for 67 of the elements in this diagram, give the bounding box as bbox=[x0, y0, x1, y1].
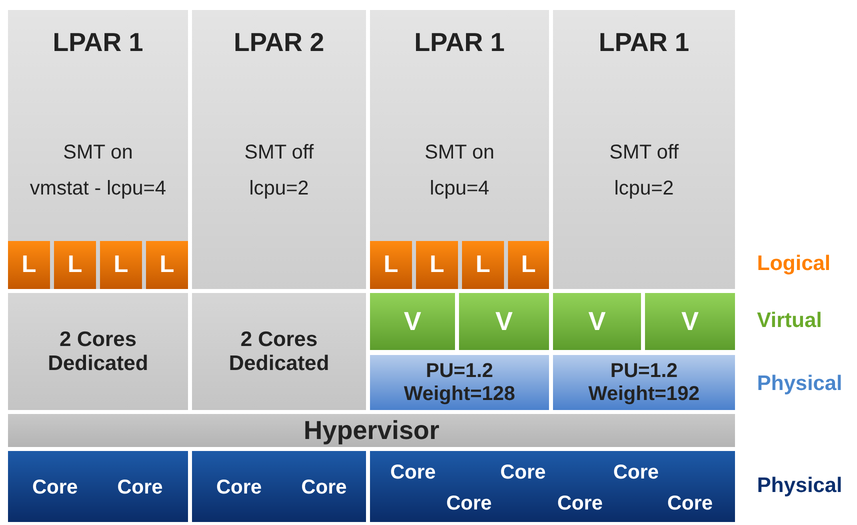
box-label: L bbox=[476, 251, 490, 279]
box-label: Core bbox=[390, 462, 436, 484]
hypervisor-bar bbox=[8, 414, 735, 447]
logical-cpu-box bbox=[462, 241, 504, 289]
box-label: Core bbox=[301, 476, 347, 500]
logical-cpu-box bbox=[100, 241, 142, 289]
dedicated-cores-box bbox=[8, 293, 188, 410]
lpar-column bbox=[192, 10, 366, 289]
lpar-setting: lcpu=2 bbox=[249, 178, 309, 200]
box-label: L bbox=[68, 251, 82, 279]
lpar-setting: lcpu=2 bbox=[614, 178, 674, 200]
lpar-title: LPAR 1 bbox=[414, 28, 505, 58]
box-label: V bbox=[495, 306, 513, 336]
box-label: 2 Cores Dedicated bbox=[46, 327, 150, 376]
physical-core-bar bbox=[8, 451, 188, 522]
box-label: L bbox=[384, 251, 398, 279]
box-label: Core bbox=[667, 492, 713, 516]
box-label: V bbox=[588, 306, 606, 336]
lpar-title: LPAR 1 bbox=[598, 28, 690, 58]
lpar-setting: SMT on bbox=[63, 142, 133, 164]
lpar-column bbox=[8, 10, 188, 289]
lpar-column bbox=[553, 10, 735, 289]
box-label: Hypervisor bbox=[304, 416, 440, 446]
processing-units-box bbox=[553, 355, 735, 410]
physical-core-bar bbox=[370, 451, 735, 522]
logical-cpu-box bbox=[146, 241, 188, 289]
logical-cpu-box bbox=[8, 241, 50, 289]
lpar-title: LPAR 2 bbox=[234, 28, 324, 58]
box-label: L bbox=[114, 251, 128, 279]
box-label: Core bbox=[216, 476, 262, 500]
virtual-cpu-box bbox=[370, 293, 455, 350]
box-label: Core bbox=[557, 492, 603, 516]
box-label: L bbox=[430, 251, 444, 279]
lpar-title: LPAR 1 bbox=[52, 28, 144, 58]
box-label: L bbox=[160, 251, 174, 279]
lpar-column bbox=[370, 10, 549, 289]
lpar-setting: lcpu=4 bbox=[430, 178, 490, 200]
box-label: L bbox=[22, 251, 36, 279]
logical-cpu-box bbox=[370, 241, 412, 289]
logical-cpu-box bbox=[54, 241, 96, 289]
box-label: Core bbox=[613, 462, 659, 484]
virtual-cpu-box bbox=[645, 293, 735, 350]
box-label: Core bbox=[446, 492, 492, 516]
layer-label: Virtual bbox=[757, 309, 822, 333]
lpar-setting: SMT off bbox=[609, 142, 679, 164]
layer-label: Logical bbox=[757, 252, 831, 276]
box-label: PU=1.2 Weight=128 bbox=[402, 360, 516, 406]
virtual-cpu-box bbox=[553, 293, 641, 350]
box-label: Core bbox=[500, 462, 546, 484]
processing-units-box bbox=[370, 355, 549, 410]
box-label: Core bbox=[117, 476, 163, 500]
layer-label: Physical bbox=[757, 372, 842, 396]
lpar-setting: SMT off bbox=[244, 142, 314, 164]
logical-cpu-box bbox=[508, 241, 549, 289]
physical-core-bar bbox=[192, 451, 366, 522]
box-label: PU=1.2 Weight=192 bbox=[587, 360, 701, 406]
dedicated-cores-box bbox=[192, 293, 366, 410]
lpar-setting: SMT on bbox=[424, 142, 494, 164]
box-label: V bbox=[681, 306, 699, 336]
layer-label: Physical bbox=[757, 474, 842, 498]
box-label: 2 Cores Dedicated bbox=[228, 327, 330, 376]
box-label: L bbox=[521, 251, 536, 279]
box-label: V bbox=[404, 306, 422, 336]
logical-cpu-box bbox=[416, 241, 458, 289]
box-label: Core bbox=[32, 476, 78, 500]
virtual-cpu-box bbox=[459, 293, 549, 350]
lpar-setting: vmstat - lcpu=4 bbox=[30, 178, 166, 200]
